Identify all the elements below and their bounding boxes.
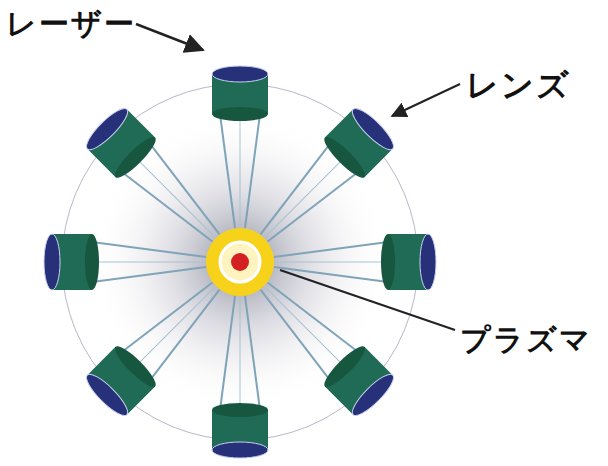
laser-unit <box>244 266 398 420</box>
laser-unit <box>82 266 236 420</box>
leader-line <box>392 84 460 116</box>
fuel-pellet-ring <box>220 242 260 282</box>
laser-unit <box>212 66 268 228</box>
laser-unit <box>244 104 398 258</box>
laser-unit <box>82 104 236 258</box>
part-label: レンズ <box>466 66 571 104</box>
leader-line <box>280 270 455 330</box>
fuel-pellet <box>231 253 249 271</box>
laser-unit <box>44 234 206 290</box>
plasma-core <box>206 228 274 296</box>
leader-line <box>136 24 203 50</box>
part-label: レーザー <box>6 6 136 42</box>
laser-unit <box>212 296 268 458</box>
laser-unit <box>274 234 436 290</box>
part-label: プラズマ <box>460 322 592 358</box>
